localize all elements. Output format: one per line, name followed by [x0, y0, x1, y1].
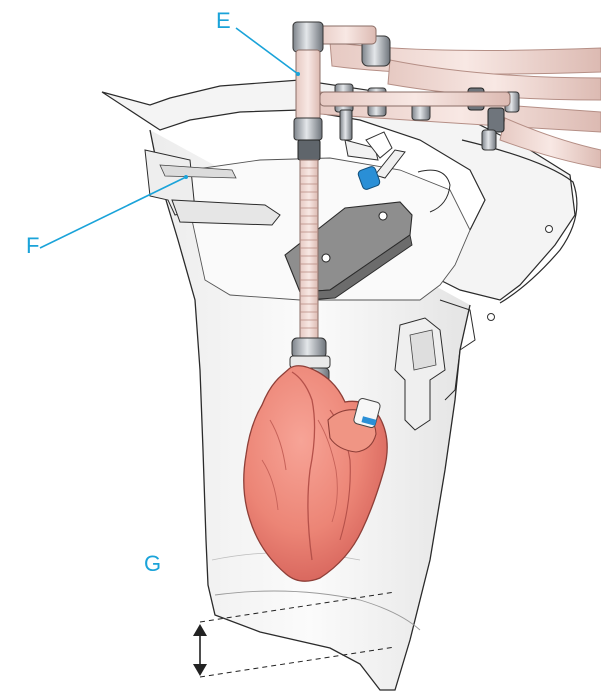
- reservoir-container: [102, 80, 577, 690]
- callout-label-f: F: [26, 235, 39, 257]
- callout-line-e: [236, 28, 298, 74]
- callout-line-f: [40, 177, 186, 248]
- callout-label-e: E: [216, 10, 231, 32]
- callout-label-g: G: [144, 553, 161, 575]
